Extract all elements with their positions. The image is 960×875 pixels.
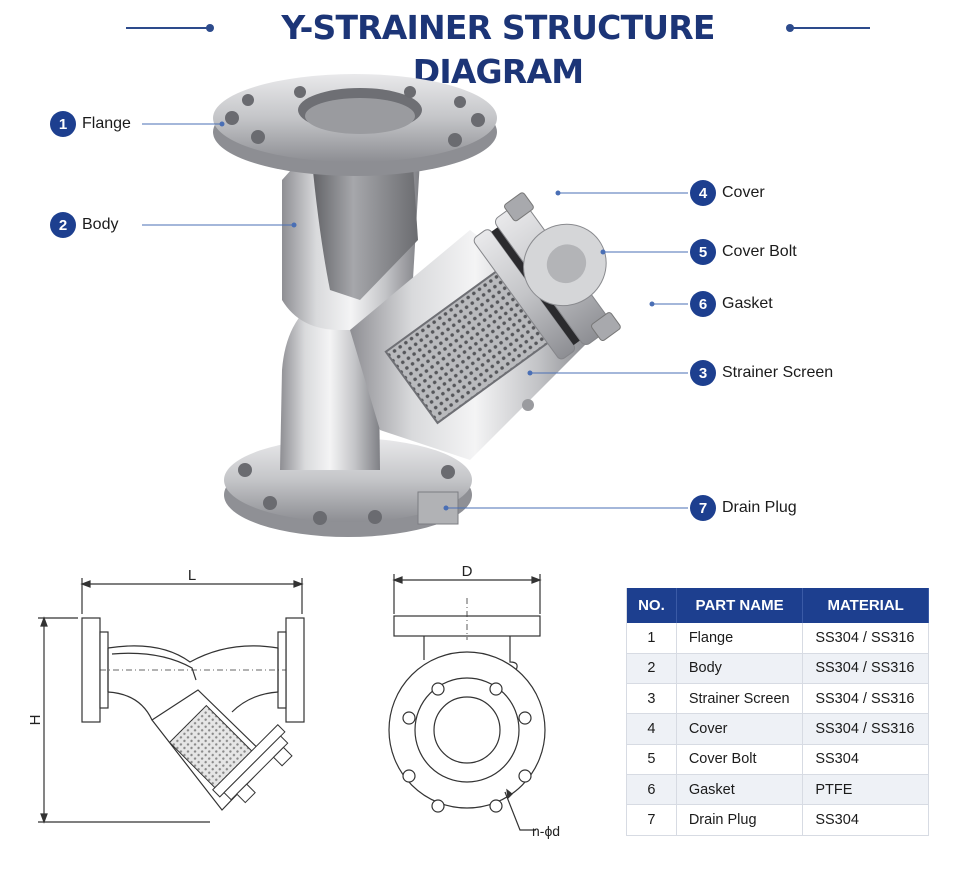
cell-no: 3 xyxy=(626,683,677,715)
callout-flange: 1 Flange xyxy=(50,110,131,138)
callout-label: Drain Plug xyxy=(722,499,797,516)
cell-part-name: Body xyxy=(676,653,804,685)
cell-material: PTFE xyxy=(802,774,929,806)
cell-no: 2 xyxy=(626,653,677,685)
callout-body: 2 Body xyxy=(50,211,118,239)
cell-part-name: Gasket xyxy=(676,774,804,806)
cell-no: 1 xyxy=(626,623,677,654)
header-part-name: PART NAME xyxy=(676,588,804,623)
callout-number: 7 xyxy=(690,495,716,521)
callout-number: 6 xyxy=(690,291,716,317)
header-material: MATERIAL xyxy=(802,588,929,623)
parts-table: NO. PART NAME MATERIAL 1 Flange SS304 / … xyxy=(626,588,929,836)
table-header-row: NO. PART NAME MATERIAL xyxy=(626,588,929,623)
callout-cover: 4 Cover xyxy=(690,179,765,207)
callout-label: Body xyxy=(82,216,119,233)
callout-cover-bolt: 5 Cover Bolt xyxy=(690,238,797,266)
cell-part-name: Cover xyxy=(676,713,804,745)
table-row: 2 Body SS304 / SS316 xyxy=(626,653,929,685)
dim-label-l: L xyxy=(188,567,196,584)
callout-label: Cover xyxy=(722,184,765,201)
cell-part-name: Drain Plug xyxy=(676,804,804,836)
callout-label: Strainer Screen xyxy=(722,364,834,381)
top-flange xyxy=(213,74,497,176)
cell-material: SS304 xyxy=(802,804,929,836)
callout-number: 1 xyxy=(50,111,76,137)
callout-number: 2 xyxy=(50,212,76,238)
callout-drain-plug: 7 Drain Plug xyxy=(690,494,797,522)
callout-label: Flange xyxy=(82,115,131,132)
cell-part-name: Flange xyxy=(676,623,804,654)
table-row: 7 Drain Plug SS304 xyxy=(626,804,929,836)
side-view-cover xyxy=(212,724,293,804)
cover-render xyxy=(473,192,621,360)
callout-strainer-screen: 3 Strainer Screen xyxy=(690,359,833,387)
cell-no: 6 xyxy=(626,774,677,806)
table-row: 4 Cover SS304 / SS316 xyxy=(626,713,929,745)
callout-label: Gasket xyxy=(722,295,773,312)
callout-number: 4 xyxy=(690,180,716,206)
callout-gasket: 6 Gasket xyxy=(690,290,773,318)
end-view-drawing xyxy=(388,574,546,831)
cell-no: 4 xyxy=(626,713,677,745)
leader-lines xyxy=(142,123,688,509)
title-rule-left xyxy=(126,27,210,29)
cell-material: SS304 / SS316 xyxy=(802,683,929,715)
cell-part-name: Cover Bolt xyxy=(676,744,804,775)
side-view-drawing xyxy=(38,578,305,824)
title-dot-left xyxy=(206,24,214,32)
cell-material: SS304 xyxy=(802,744,929,775)
cell-no: 5 xyxy=(626,744,677,775)
dim-label-h: H xyxy=(27,715,44,726)
callout-label: Cover Bolt xyxy=(722,243,797,260)
cell-material: SS304 / SS316 xyxy=(802,623,929,654)
table-row: 6 Gasket PTFE xyxy=(626,774,929,806)
strainer-render xyxy=(213,74,621,537)
dim-label-bolt-holes: n-ϕd xyxy=(532,823,560,839)
cell-material: SS304 / SS316 xyxy=(802,713,929,745)
callout-number: 5 xyxy=(690,239,716,265)
table-row: 1 Flange SS304 / SS316 xyxy=(626,623,929,654)
cell-material: SS304 / SS316 xyxy=(802,653,929,685)
callout-number: 3 xyxy=(690,360,716,386)
dim-label-d: D xyxy=(462,563,473,580)
table-row: 3 Strainer Screen SS304 / SS316 xyxy=(626,683,929,715)
title-rule-right xyxy=(790,27,870,29)
header-no: NO. xyxy=(626,588,677,623)
cell-part-name: Strainer Screen xyxy=(676,683,804,715)
cell-no: 7 xyxy=(626,804,677,836)
table-row: 5 Cover Bolt SS304 xyxy=(626,744,929,775)
